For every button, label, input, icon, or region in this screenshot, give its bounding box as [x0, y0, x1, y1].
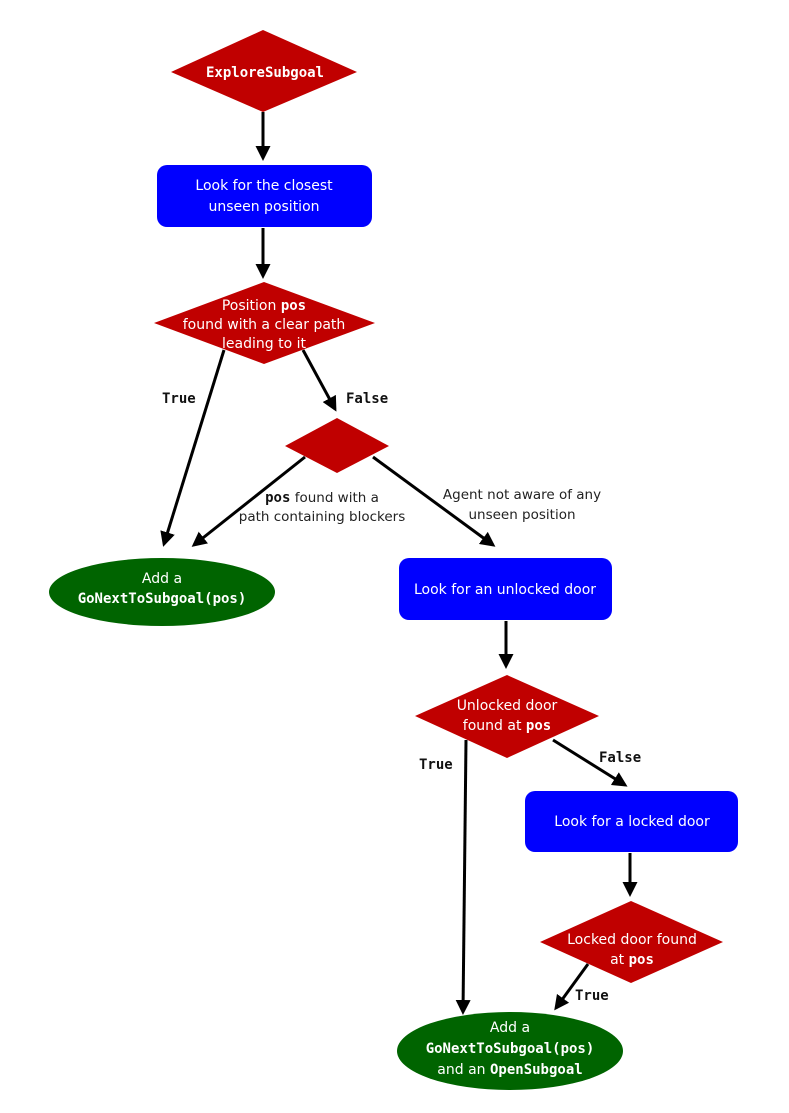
edge-unlocked-found-true — [455, 739, 471, 1015]
locked-found-diamond-shape — [540, 901, 723, 983]
edge-locked-found-true — [554, 963, 590, 1011]
start-label: ExploreSubgoal — [206, 65, 324, 81]
edge-label-true-2: True — [419, 757, 453, 773]
edge-blank-to-look-unlocked — [372, 455, 496, 547]
look-unseen-process: Look for the closest unseen position — [157, 165, 372, 227]
found-pos-line3: leading to it — [222, 336, 306, 352]
look-unseen-line2: unseen position — [208, 199, 319, 215]
add-goto-terminal-2: Add a GoNextToSubgoal(pos) and an OpenSu… — [397, 1012, 623, 1090]
add-goto-1-line1: Add a — [142, 571, 182, 587]
edge-blank-to-add-goto-1 — [191, 455, 306, 547]
add-goto-2-line2: GoNextToSubgoal(pos) — [426, 1041, 595, 1057]
locked-found-decision: Locked door found at pos — [540, 901, 723, 983]
unlocked-found-decision: Unlocked door found at pos — [415, 675, 599, 758]
edge-label-true-3: True — [575, 988, 609, 1004]
edge-unlocked-found-false — [552, 738, 628, 787]
unlocked-found-diamond-shape — [415, 675, 599, 758]
edge-label-false-1: False — [346, 391, 388, 407]
unlocked-found-line1: Unlocked door — [457, 698, 558, 714]
edge-label-blockers-line1: pos found with a — [265, 490, 379, 506]
blank-diamond-shape — [285, 418, 389, 473]
found-pos-line1: Position pos — [222, 298, 306, 314]
edge-label-not-aware-line1: Agent not aware of any — [443, 487, 601, 503]
edge-label-true-1: True — [162, 391, 196, 407]
edge-found-pos-false — [301, 349, 337, 412]
add-goto-2-line1: Add a — [490, 1020, 530, 1036]
look-unseen-line1: Look for the closest — [195, 178, 333, 194]
edge-label-blockers-line2: path containing blockers — [239, 509, 406, 525]
found-pos-decision: Position pos found with a clear path lea… — [154, 282, 375, 364]
look-locked-process: Look for a locked door — [525, 791, 738, 852]
look-unseen-box — [157, 165, 372, 227]
look-unlocked-label: Look for an unlocked door — [414, 582, 596, 598]
edge-label-not-aware-line2: unseen position — [468, 507, 575, 523]
start-diamond-shape — [171, 30, 357, 112]
start-decision: ExploreSubgoal — [171, 30, 357, 112]
found-pos-diamond-shape — [154, 282, 375, 364]
found-pos-line2: found with a clear path — [183, 317, 346, 333]
unlocked-found-line2: found at pos — [463, 718, 551, 734]
look-unlocked-process: Look for an unlocked door — [399, 558, 612, 620]
add-goto-2-ellipse — [397, 1012, 623, 1090]
add-goto-1-ellipse — [49, 558, 275, 626]
add-goto-terminal-1: Add a GoNextToSubgoal(pos) — [49, 558, 275, 626]
look-unlocked-box — [399, 558, 612, 620]
locked-found-line1: Locked door found — [567, 932, 697, 948]
blank-decision — [285, 418, 389, 473]
edge-label-false-2: False — [599, 750, 641, 766]
look-locked-box — [525, 791, 738, 852]
edge-found-pos-true — [160, 349, 226, 547]
look-locked-label: Look for a locked door — [554, 814, 710, 830]
add-goto-1-line2: GoNextToSubgoal(pos) — [78, 591, 247, 607]
locked-found-line2: at pos — [610, 952, 654, 968]
add-goto-2-line3: and an OpenSubgoal — [437, 1062, 582, 1078]
